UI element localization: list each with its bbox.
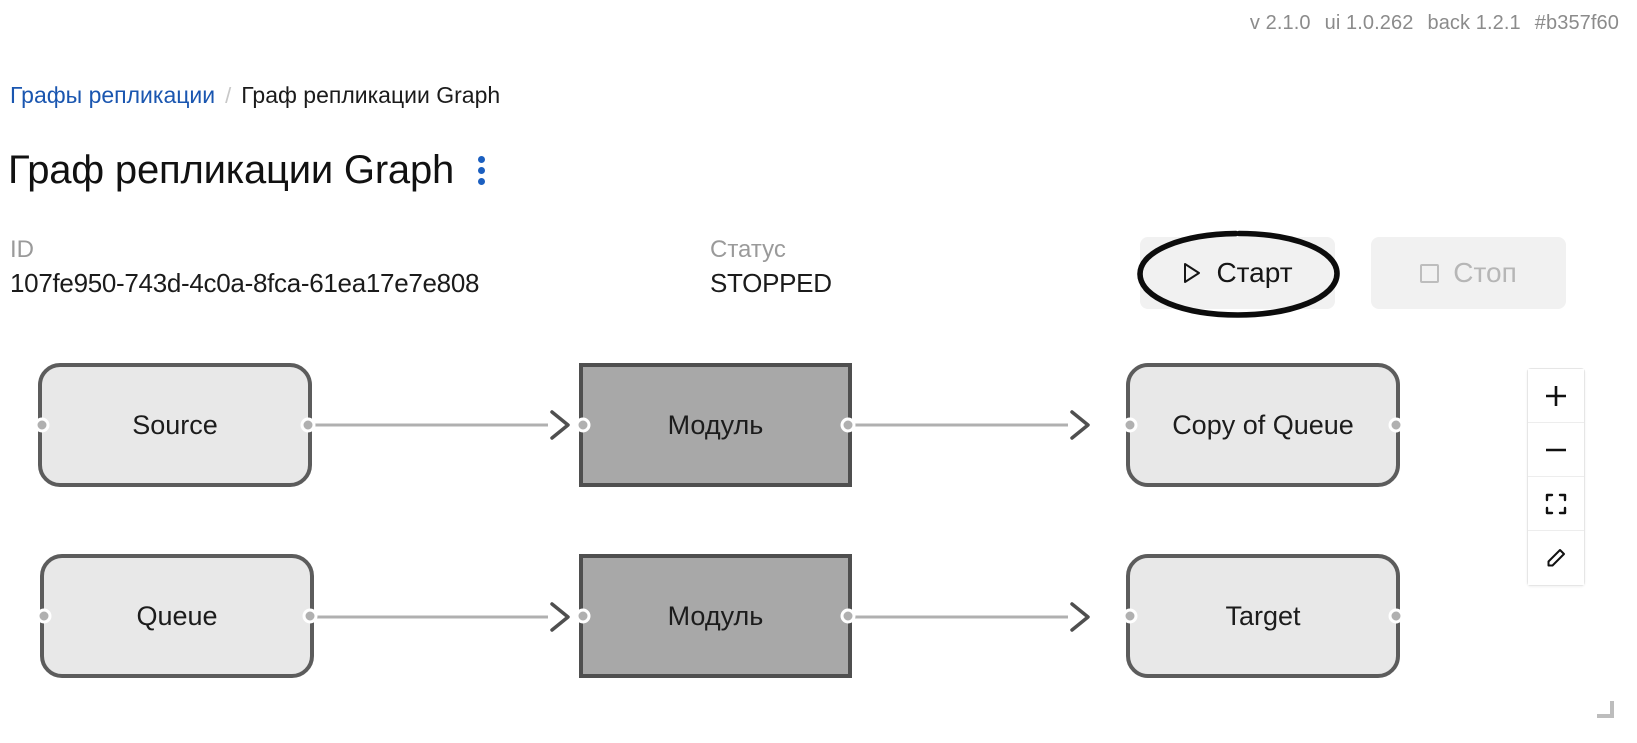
graph-canvas[interactable]: Source Модуль Copy of Queue Queue Модуль <box>0 340 1637 743</box>
graph-node-source[interactable]: Source <box>34 363 316 487</box>
node-handle-left[interactable] <box>575 417 591 433</box>
plus-icon <box>1543 383 1569 409</box>
node-handle-left[interactable] <box>36 608 52 624</box>
pencil-icon <box>1544 546 1568 570</box>
breadcrumb-link-replication-graphs[interactable]: Графы репликации <box>10 82 216 108</box>
start-button-label: Старт <box>1216 257 1293 288</box>
graph-node-module-top[interactable]: Модуль <box>575 363 856 487</box>
play-icon <box>1182 262 1202 284</box>
version-bar: v 2.1.0 ui 1.0.262 back 1.2.1 #b357f60 <box>1250 12 1619 35</box>
graph-node-label: Queue <box>136 600 218 631</box>
id-value: 107fe950-743d-4c0a-8fca-61ea17e7e808 <box>10 268 480 299</box>
breadcrumb-current: Граф репликации Graph <box>241 82 501 108</box>
graph-node-label: Модуль <box>667 409 764 440</box>
fit-view-button[interactable] <box>1528 477 1584 531</box>
stop-button[interactable]: Стоп <box>1371 237 1566 309</box>
kebab-dot <box>478 167 486 174</box>
minus-icon <box>1543 437 1569 463</box>
start-button[interactable]: Старт <box>1140 237 1335 309</box>
node-handle-right[interactable] <box>1388 608 1404 624</box>
backend-version: back 1.2.1 <box>1427 12 1521 34</box>
stop-button-label: Стоп <box>1453 257 1517 288</box>
kebab-dot <box>478 178 486 185</box>
graph-node-label: Source <box>132 409 218 440</box>
stop-square-icon <box>1420 263 1440 283</box>
graph-node-module-bottom[interactable]: Модуль <box>575 554 856 678</box>
zoom-out-button[interactable] <box>1528 423 1584 477</box>
node-handle-left[interactable] <box>575 608 591 624</box>
graph-node-queue[interactable]: Queue <box>36 554 318 678</box>
title-row: Граф репликации Graph <box>8 148 491 193</box>
node-handle-left[interactable] <box>34 417 50 433</box>
graph-node-copy-of-queue[interactable]: Copy of Queue <box>1122 363 1404 487</box>
meta-row: ID 107fe950-743d-4c0a-8fca-61ea17e7e808 … <box>10 234 832 301</box>
fit-view-icon <box>1544 492 1568 516</box>
graph-node-label: Target <box>1225 600 1301 631</box>
edit-button[interactable] <box>1528 531 1584 585</box>
graph-node-target[interactable]: Target <box>1122 554 1404 678</box>
node-handle-left[interactable] <box>1122 608 1138 624</box>
action-buttons: Старт Стоп <box>1140 237 1566 309</box>
breadcrumb: Графы репликации / Граф репликации Graph <box>10 82 500 109</box>
node-handle-right[interactable] <box>300 417 316 433</box>
node-handle-right[interactable] <box>1388 417 1404 433</box>
commit-hash: #b357f60 <box>1534 12 1619 34</box>
status-value: STOPPED <box>710 268 832 299</box>
kebab-menu-icon[interactable] <box>472 152 491 189</box>
ui-version: ui 1.0.262 <box>1324 12 1414 34</box>
zoom-in-button[interactable] <box>1528 369 1584 423</box>
resize-corner-icon[interactable] <box>1596 700 1616 720</box>
meta-field-status: Статус STOPPED <box>710 234 832 301</box>
status-label: Статус <box>710 236 786 263</box>
breadcrumb-separator: / <box>225 83 232 108</box>
node-handle-right[interactable] <box>840 417 856 433</box>
page-title: Граф репликации Graph <box>8 148 455 192</box>
graph-node-label: Copy of Queue <box>1172 409 1354 440</box>
app-version: v 2.1.0 <box>1249 12 1311 34</box>
id-label: ID <box>10 236 34 263</box>
graph-node-label: Модуль <box>667 600 764 631</box>
node-handle-right[interactable] <box>302 608 318 624</box>
kebab-dot <box>478 156 486 163</box>
node-handle-right[interactable] <box>840 608 856 624</box>
node-handle-left[interactable] <box>1122 417 1138 433</box>
meta-field-id: ID 107fe950-743d-4c0a-8fca-61ea17e7e808 <box>10 234 710 301</box>
graph-controls-panel <box>1527 368 1585 586</box>
